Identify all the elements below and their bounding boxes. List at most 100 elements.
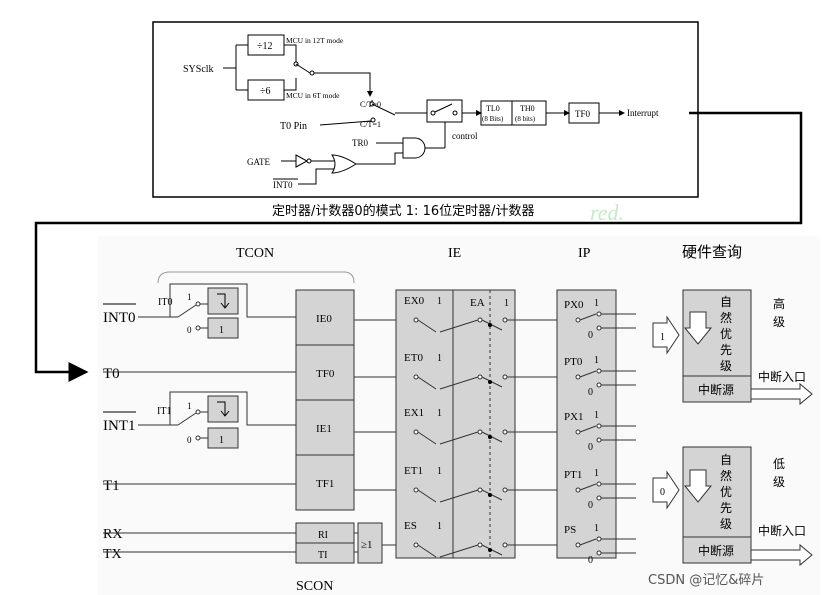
ie-bit-one: 1 [437, 408, 442, 419]
nat-pri-low-1: 自 [720, 453, 732, 467]
ip-contact-low [596, 325, 602, 331]
nat-pri-high-2: 然 [720, 310, 732, 325]
th0-label: TH0 [520, 104, 535, 113]
ea-contact-out [502, 429, 508, 435]
nat-pri-low-2: 然 [720, 468, 732, 483]
ie-bit-es: ES [404, 520, 417, 532]
ip-switch-blade [579, 313, 597, 321]
input-t1: T1 [103, 478, 120, 494]
ie-switch-blade [417, 376, 437, 390]
ea-contact-out [502, 487, 508, 493]
ie-header: IE [448, 246, 461, 261]
ea-contact-out [502, 542, 508, 548]
ip-bit-pt1: PT1 [564, 469, 582, 481]
ie-bit-one: 1 [437, 296, 442, 307]
flag-tf0: TF0 [316, 368, 335, 380]
ip-switch-blade [579, 483, 597, 491]
flag-ri: RI [318, 530, 328, 541]
ie-bit-et0: ET0 [404, 352, 423, 364]
ip-contact-high [596, 423, 602, 429]
and-gate [402, 137, 426, 159]
ip-contact [575, 487, 581, 493]
int-entry-arrow-high [750, 382, 813, 406]
ip-contact-high [596, 481, 602, 487]
sysclk-label: SYSclk [183, 64, 214, 75]
ie-bit-ex1: EX1 [404, 407, 424, 419]
ip-contact-high [596, 536, 602, 542]
down-arrow-icon-2 [683, 469, 713, 503]
ip-contact [575, 317, 581, 323]
nat-pri-high-3: 优 [720, 327, 732, 341]
ea-contact [477, 317, 483, 323]
ea-junction [488, 380, 492, 384]
top-panel-bg [138, 14, 710, 224]
ip-contact [575, 542, 581, 548]
ea-contact [477, 542, 483, 548]
tl0-label: TL0 [486, 104, 500, 113]
ie-block [395, 289, 516, 559]
nat-pri-low-5: 级 [720, 517, 732, 531]
ip-contact-low [596, 437, 602, 443]
ie-switch-blade [417, 489, 437, 503]
flag-ti: TI [318, 550, 327, 561]
ip-bit-pt0: PT0 [564, 356, 583, 368]
ip-contact [575, 374, 581, 380]
ip-header: IP [578, 246, 591, 261]
ie-switch-blade [417, 319, 437, 333]
ip-contact-low [596, 550, 602, 556]
ie-bit-one: 1 [437, 466, 442, 477]
ip-bit-one: 1 [594, 355, 599, 366]
ea-contact [477, 487, 483, 493]
interrupt-label: Interrupt [627, 108, 659, 118]
flag-ie0: IE0 [316, 313, 332, 325]
ip-switch-blade [579, 370, 597, 378]
ea-junction [488, 493, 492, 497]
input-rx: RX [103, 527, 122, 542]
ie-bit-et1: ET1 [404, 465, 423, 477]
ie-bit-ex0: EX0 [404, 295, 425, 307]
gate-label: GATE [247, 157, 270, 167]
ie-switch-blade [417, 431, 437, 445]
div6-label: ÷6 [260, 86, 271, 97]
ip-bit-zero: 0 [588, 500, 593, 511]
switch-contact [413, 542, 419, 548]
low-label-2: 级 [773, 475, 785, 489]
svg-text:1: 1 [219, 325, 224, 336]
flag-ie1: IE1 [316, 423, 332, 435]
int0-top-label: INT0 [273, 180, 293, 190]
scon-label: SCON [296, 579, 333, 594]
tr0-label: TR0 [352, 138, 369, 148]
svg-text:1: 1 [187, 401, 192, 411]
svg-text:1: 1 [504, 298, 509, 309]
ct1-label: C/T=1 [360, 120, 381, 129]
switch-contact [413, 429, 419, 435]
int-source-low: 中断源 [698, 543, 734, 558]
top-frame [152, 21, 699, 198]
csdn-watermark: CSDN @记忆&碎片 [648, 572, 764, 588]
ip-bit-zero: 0 [588, 555, 593, 566]
ie-bit-one: 1 [437, 353, 442, 364]
ip-contact-low [596, 495, 602, 501]
tf0-top-label: TF0 [575, 109, 591, 119]
ip-bit-one: 1 [594, 468, 599, 479]
int-entry-arrow-low [750, 543, 813, 567]
ge1-label: ≥1 [361, 539, 373, 551]
ip-bit-px1: PX1 [564, 411, 584, 423]
nat-pri-high-1: 自 [720, 295, 732, 309]
not-gate [295, 154, 309, 168]
svg-text:1: 1 [219, 435, 224, 446]
tcon-header: TCON [236, 246, 274, 261]
nat-pri-low-4: 先 [720, 501, 732, 515]
high-priority-query: 自 然 优 先 级 中断源 1 高 级 中断入口 [652, 289, 813, 406]
ip-bit-zero: 0 [588, 442, 593, 453]
ie-to-ea-wire [439, 319, 479, 333]
tl0-bits: (8 Bits) [482, 115, 504, 123]
it0-label: IT0 [158, 297, 172, 308]
high-label-2: 级 [773, 315, 785, 329]
ip-block [556, 289, 617, 559]
falling-edge-icon [217, 293, 230, 309]
ip-bit-one: 1 [594, 523, 599, 534]
high-priority-arrow [652, 315, 680, 355]
ip-contact-low [596, 382, 602, 388]
ea-contact [477, 429, 483, 435]
